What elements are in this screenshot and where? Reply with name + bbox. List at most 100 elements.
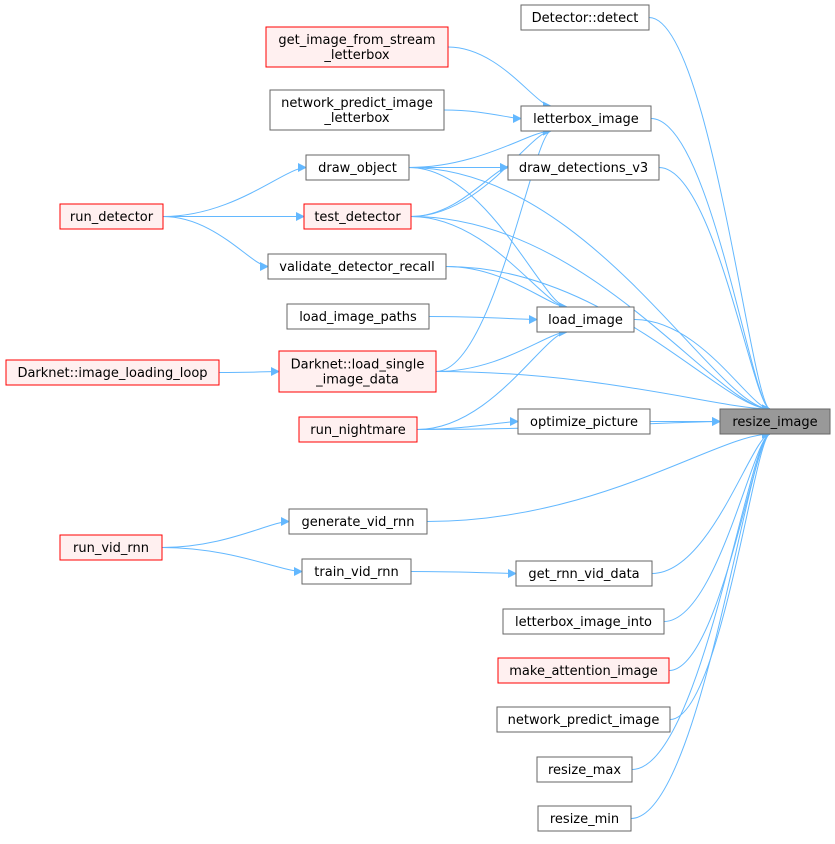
- node-resize_image[interactable]: resize_image: [719, 408, 831, 435]
- node-box-generate_vid_rnn: [288, 508, 428, 535]
- node-label-draw_object: draw_object: [318, 161, 397, 176]
- node-label-run_vid_rnn: run_vid_rnn: [73, 541, 149, 556]
- node-label-network_predict_image_letterbox: _letterbox: [323, 111, 389, 126]
- edge-test_detector-to-load_image: [410, 216, 568, 312]
- node-label-darknet_image_loading_loop: Darknet::image_loading_loop: [17, 366, 207, 381]
- edge-run_nightmare-to-optimize_picture: [416, 417, 519, 430]
- node-box-run_nightmare: [298, 416, 418, 443]
- edge-detector_detect-to-resize_image: [648, 17, 771, 414]
- node-box-resize_min: [537, 805, 632, 832]
- node-generate_vid_rnn[interactable]: generate_vid_rnn: [288, 508, 428, 535]
- node-box-run_vid_rnn: [59, 534, 163, 561]
- node-label-validate_detector_recall: validate_detector_recall: [279, 260, 434, 275]
- node-box-network_predict_image_letterbox: [269, 89, 445, 131]
- edge-draw_object-to-letterbox_image: [408, 126, 552, 168]
- node-get_rnn_vid_data[interactable]: get_rnn_vid_data: [515, 560, 653, 587]
- node-label-optimize_picture: optimize_picture: [530, 415, 638, 430]
- node-darknet_load_single_image_data[interactable]: Darknet::load_single_image_data: [278, 350, 437, 393]
- node-label-letterbox_image: letterbox_image: [533, 112, 639, 127]
- node-network_predict_image_letterbox[interactable]: network_predict_image_letterbox: [269, 89, 445, 131]
- node-load_image[interactable]: load_image: [536, 306, 635, 333]
- node-box-train_vid_rnn: [301, 558, 412, 585]
- node-train_vid_rnn[interactable]: train_vid_rnn: [301, 558, 412, 585]
- edge-darknet_load_single_image_data-to-resize_image: [435, 371, 771, 414]
- node-label-darknet_load_single_image_data: Darknet::load_single: [291, 358, 425, 373]
- node-label-get_rnn_vid_data: get_rnn_vid_data: [528, 567, 639, 582]
- node-box-network_predict_image: [496, 706, 671, 733]
- node-box-make_attention_image: [497, 657, 670, 684]
- node-label-draw_detections_v3: draw_detections_v3: [519, 161, 648, 176]
- node-box-run_detector: [59, 203, 164, 230]
- edge-layer: [161, 17, 771, 819]
- edge-darknet_load_single_image_data-to-load_image: [435, 327, 568, 372]
- node-label-letterbox_image_into: letterbox_image_into: [515, 615, 652, 630]
- node-draw_detections_v3[interactable]: draw_detections_v3: [507, 154, 660, 181]
- node-resize_max[interactable]: resize_max: [536, 756, 633, 783]
- node-run_vid_rnn[interactable]: run_vid_rnn: [59, 534, 163, 561]
- node-optimize_picture[interactable]: optimize_picture: [517, 408, 651, 435]
- node-label-resize_min: resize_min: [550, 812, 619, 827]
- edge-draw_object-to-resize_image: [408, 167, 771, 414]
- edge-network_predict_image-to-resize_image: [669, 429, 771, 720]
- node-run_detector[interactable]: run_detector: [59, 203, 164, 230]
- node-label-get_image_from_stream_letterbox: get_image_from_stream: [278, 33, 435, 48]
- edge-network_predict_image_letterbox-to-letterbox_image: [443, 109, 522, 123]
- edge-run_detector-to-validate_detector_recall: [162, 216, 269, 271]
- node-label-run_detector: run_detector: [70, 210, 154, 225]
- edge-run_detector-to-draw_object: [162, 163, 307, 217]
- edge-validate_detector_recall-to-load_image: [445, 266, 568, 312]
- node-label-darknet_load_single_image_data: _image_data: [315, 373, 399, 388]
- node-box-get_image_from_stream_letterbox: [265, 26, 449, 68]
- node-darknet_image_loading_loop[interactable]: Darknet::image_loading_loop: [5, 359, 220, 386]
- node-box-darknet_load_single_image_data: [278, 350, 437, 393]
- node-box-detector_detect: [520, 4, 650, 31]
- edge-run_vid_rnn-to-generate_vid_rnn: [161, 517, 290, 548]
- node-box-letterbox_image: [520, 105, 652, 132]
- edge-run_vid_rnn-to-train_vid_rnn: [161, 547, 303, 576]
- edge-darknet_load_single_image_data-to-letterbox_image: [435, 126, 552, 372]
- node-box-resize_image: [719, 408, 831, 435]
- edge-run_nightmare-to-load_image: [416, 327, 568, 430]
- node-box-draw_object: [305, 154, 410, 181]
- node-letterbox_image[interactable]: letterbox_image: [520, 105, 652, 132]
- node-draw_object[interactable]: draw_object: [305, 154, 410, 181]
- node-label-load_image: load_image: [548, 313, 623, 328]
- node-box-load_image: [536, 306, 635, 333]
- node-test_detector[interactable]: test_detector: [303, 203, 412, 230]
- node-run_nightmare[interactable]: run_nightmare: [298, 416, 418, 443]
- node-get_image_from_stream_letterbox[interactable]: get_image_from_stream_letterbox: [265, 26, 449, 68]
- node-load_image_paths[interactable]: load_image_paths: [286, 303, 430, 330]
- edge-get_image_from_stream_letterbox-to-letterbox_image: [447, 46, 552, 111]
- node-layer: resize_image Detector::detectget_image_fr…: [5, 4, 831, 832]
- edge-test_detector-to-resize_image: [410, 216, 771, 414]
- node-label-train_vid_rnn: train_vid_rnn: [314, 565, 398, 580]
- node-make_attention_image[interactable]: make_attention_image: [497, 657, 670, 684]
- node-validate_detector_recall[interactable]: validate_detector_recall: [267, 253, 447, 280]
- node-network_predict_image[interactable]: network_predict_image: [496, 706, 671, 733]
- node-box-draw_detections_v3: [507, 154, 660, 181]
- edge-letterbox_image_into-to-resize_image: [663, 429, 771, 622]
- node-label-network_predict_image_letterbox: network_predict_image: [281, 96, 433, 111]
- edge-test_detector-to-draw_detections_v3: [410, 163, 509, 217]
- node-box-get_rnn_vid_data: [515, 560, 653, 587]
- node-box-darknet_image_loading_loop: [5, 359, 220, 386]
- node-label-detector_detect: Detector::detect: [532, 11, 639, 26]
- edge-draw_detections_v3-to-resize_image: [658, 167, 771, 414]
- node-resize_min[interactable]: resize_min: [537, 805, 632, 832]
- node-label-resize_image: resize_image: [732, 415, 817, 430]
- node-label-test_detector: test_detector: [314, 210, 401, 225]
- edge-make_attention_image-to-resize_image: [668, 429, 771, 671]
- edge-resize_max-to-resize_image: [631, 429, 771, 770]
- node-label-run_nightmare: run_nightmare: [310, 423, 405, 438]
- edge-resize_min-to-resize_image: [630, 429, 771, 819]
- node-letterbox_image_into[interactable]: letterbox_image_into: [502, 608, 665, 635]
- edge-generate_vid_rnn-to-resize_image: [426, 429, 771, 522]
- node-label-get_image_from_stream_letterbox: _letterbox: [323, 48, 389, 63]
- node-detector_detect[interactable]: Detector::detect: [520, 4, 650, 31]
- node-label-generate_vid_rnn: generate_vid_rnn: [301, 515, 414, 530]
- edge-validate_detector_recall-to-resize_image: [445, 266, 771, 414]
- node-label-load_image_paths: load_image_paths: [299, 310, 417, 325]
- edge-draw_object-to-load_image: [408, 167, 568, 312]
